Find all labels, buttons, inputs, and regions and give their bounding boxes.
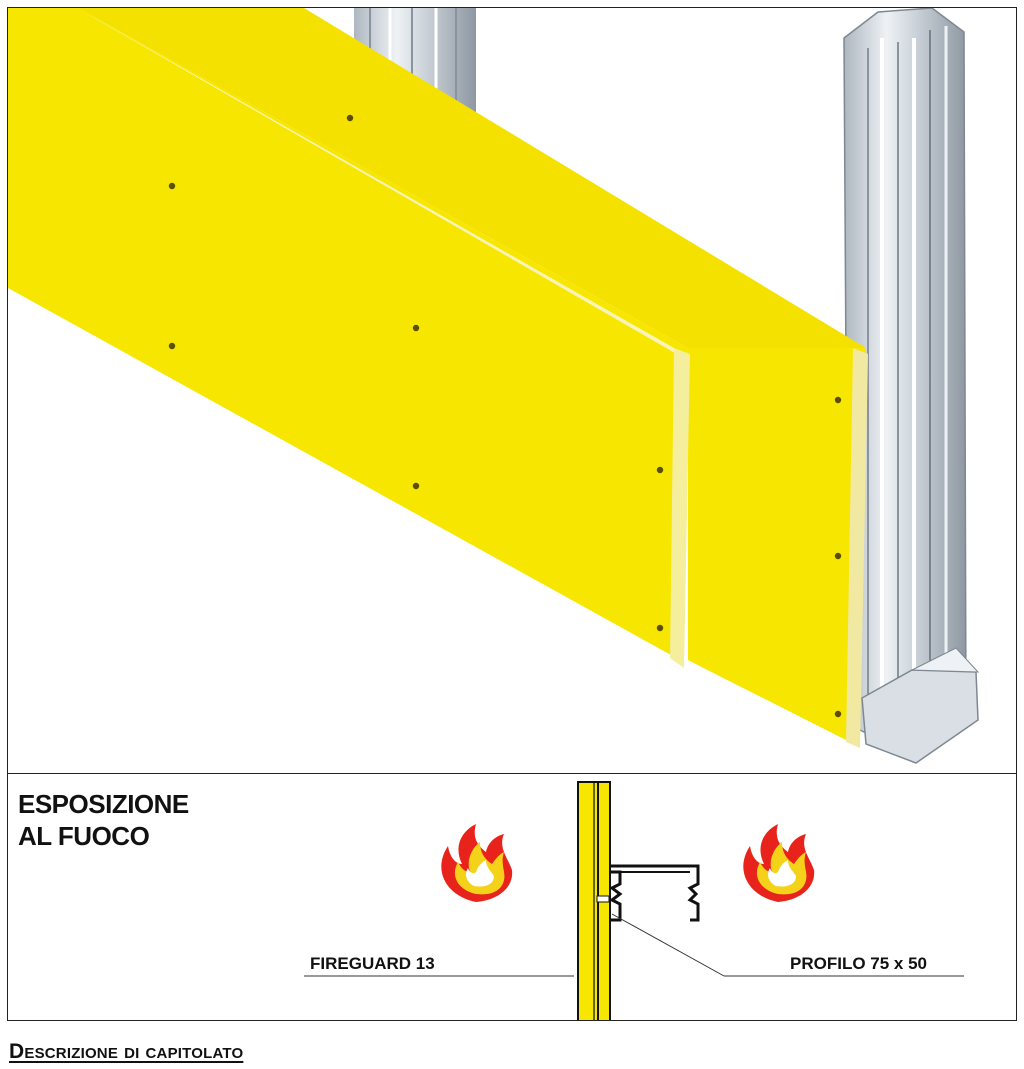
screw-icon	[168, 114, 842, 718]
fireguard-board-label: FIREGUARD 13	[310, 954, 435, 973]
leader-lines	[304, 913, 964, 977]
fire-exposure-title-line2: AL FUOCO	[18, 821, 150, 851]
flame-icon-right	[743, 824, 815, 902]
fireguard-board-front	[8, 8, 690, 668]
wall-section-drawing	[304, 781, 964, 1020]
profile-section	[609, 864, 700, 922]
specification-heading: Descrizione di capitolato	[9, 1040, 244, 1063]
legend-panel: ESPOSIZIONE AL FUOCO	[7, 773, 1017, 1021]
fire-exposure-title-line1: ESPOSIZIONE	[18, 789, 189, 819]
fire-exposure-title: ESPOSIZIONE AL FUOCO	[18, 788, 189, 852]
wall-isometric-drawing	[8, 8, 980, 764]
steel-stud-profile	[843, 8, 980, 764]
board-section	[577, 781, 611, 1020]
illustration-panel	[7, 7, 1017, 774]
profile-label: PROFILO 75 x 50	[790, 954, 927, 973]
fireguard-board-rear	[78, 8, 868, 748]
flame-icon-left	[441, 824, 513, 902]
